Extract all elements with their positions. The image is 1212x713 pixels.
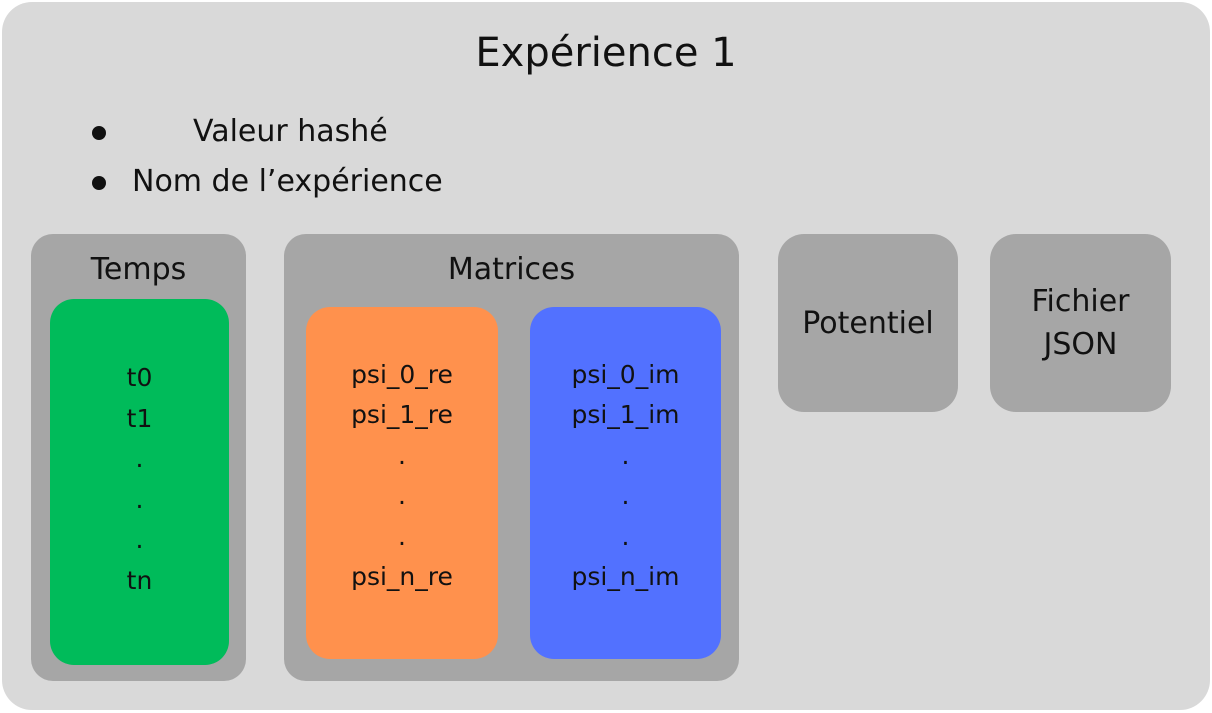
potentiel-box: Potentiel (778, 234, 958, 412)
temps-group: Temps t0 t1 . . . tn (31, 234, 246, 681)
ellipsis-dot: . (135, 484, 144, 514)
diagram-title: Expérience 1 (475, 30, 737, 76)
bullet-hash-value: Valeur hashé (193, 114, 388, 149)
potentiel-label: Potentiel (802, 305, 934, 341)
matrix-entry: psi_0_re (351, 359, 453, 389)
temps-list: t0 t1 . . . tn (50, 299, 229, 665)
time-entry: tn (126, 565, 153, 595)
imaginary-part-list: psi_0_im psi_1_im . . . psi_n_im (530, 307, 721, 659)
matrix-entry: psi_n_re (351, 562, 453, 591)
bullet-experience-name: Nom de l’expérience (132, 164, 443, 199)
ellipsis-dot: . (621, 481, 630, 510)
matrix-entry: psi_1_re (351, 400, 453, 429)
ellipsis-dot: . (621, 440, 630, 470)
matrix-entry: psi_1_im (571, 400, 680, 429)
ellipsis-dot: . (135, 525, 144, 554)
matrices-label: Matrices (447, 252, 576, 287)
time-entry: t0 (126, 363, 153, 392)
ellipsis-dot: . (398, 481, 406, 510)
json-file-box: Fichier JSON (990, 234, 1171, 412)
ellipsis-dot: . (398, 440, 406, 470)
bullet-dot (92, 126, 106, 140)
real-part-list: psi_0_re psi_1_re . . . psi_n_re (306, 307, 498, 659)
ellipsis-dot: . (135, 444, 144, 473)
ellipsis-dot: . (398, 521, 406, 551)
ellipsis-dot: . (621, 521, 630, 551)
matrix-entry: psi_n_im (571, 562, 680, 591)
bullet-dot (92, 176, 106, 190)
matrices-group: Matrices psi_0_re psi_1_re . . . psi_n_r… (284, 234, 739, 681)
time-entry: t1 (126, 403, 153, 433)
json-file-label-line: Fichier (1031, 284, 1130, 319)
json-file-label-line: JSON (1043, 327, 1118, 362)
temps-label: Temps (90, 252, 187, 287)
matrix-entry: psi_0_im (571, 359, 680, 389)
